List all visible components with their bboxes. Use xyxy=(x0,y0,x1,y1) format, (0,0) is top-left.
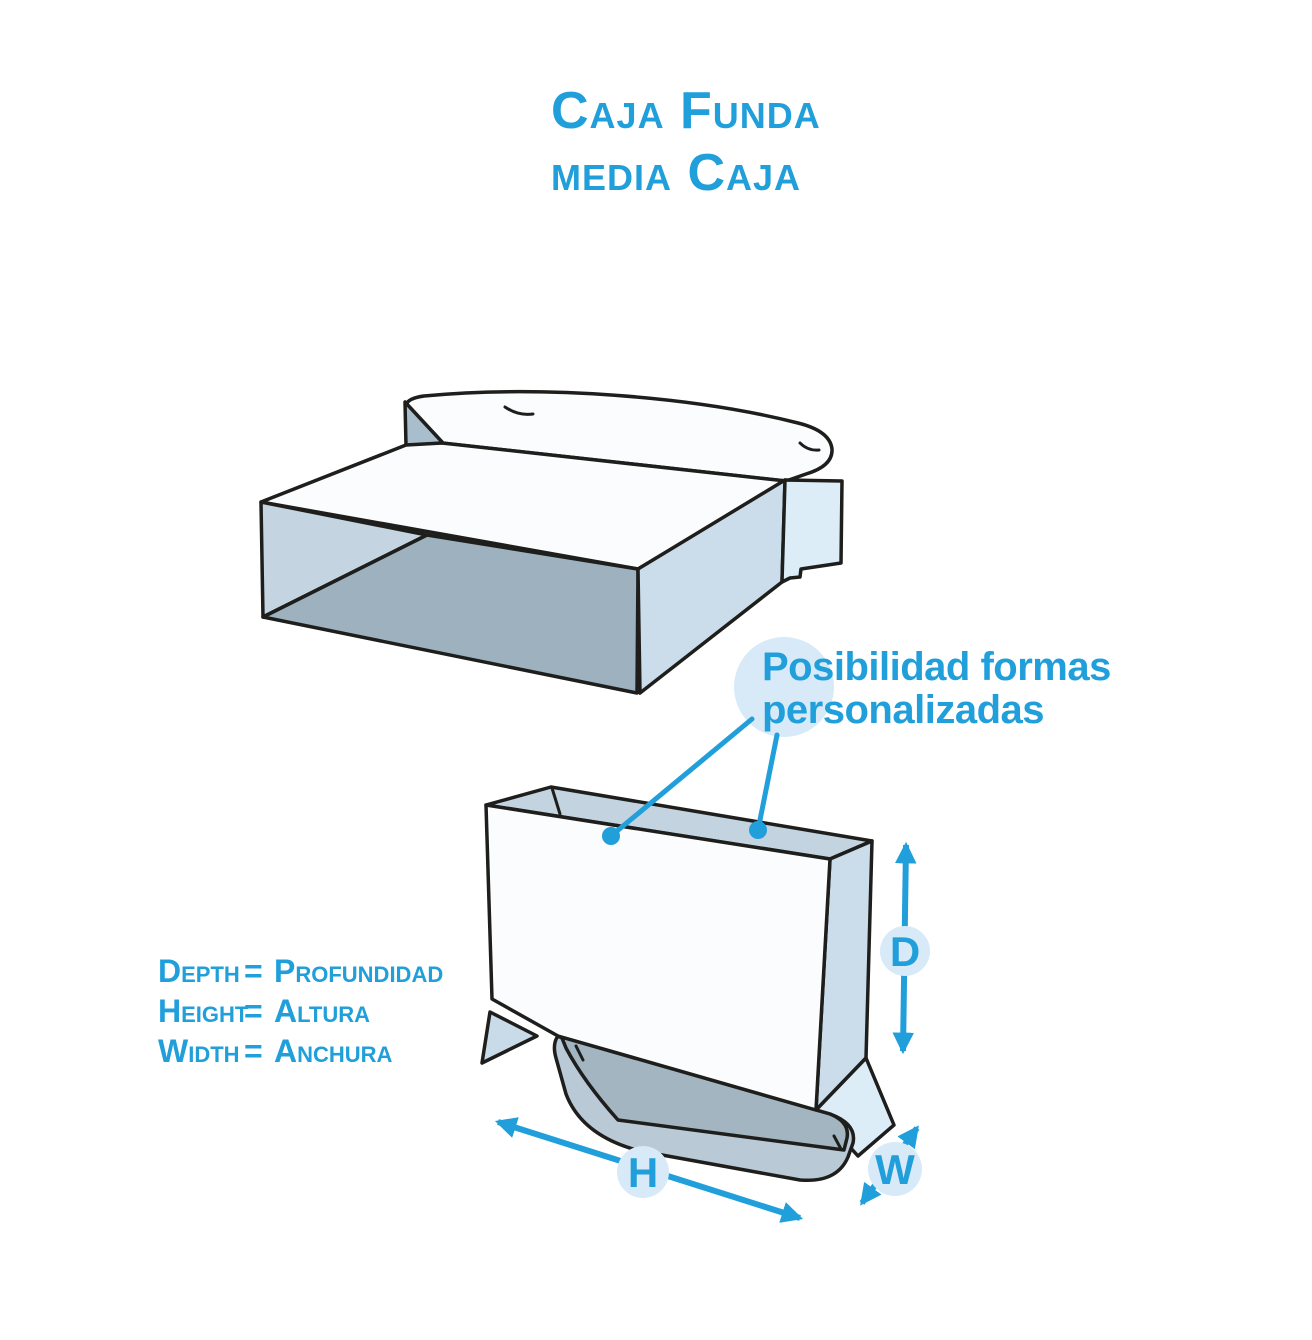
dimension-legend: Depth = Profundidad Height = Altura Widt… xyxy=(158,953,443,1069)
depth-label-circle xyxy=(880,926,930,976)
legend-value-width: Anchura xyxy=(274,1033,393,1069)
legend-equals-width: = xyxy=(244,1033,263,1069)
callout-pointer-dot-left xyxy=(602,827,620,845)
sleeve-tuck-notch-left xyxy=(503,405,535,416)
half-box-illustration xyxy=(480,785,896,1183)
height-label: H xyxy=(628,1149,658,1196)
callout-pointer-dot-right xyxy=(749,821,767,839)
callout-line-1: Posibilidad formas xyxy=(762,645,1111,689)
page-title: Caja Funda media Caja xyxy=(551,82,821,202)
half-box-tray-notch-left xyxy=(574,1044,585,1062)
half-box-left-flap xyxy=(480,1010,539,1065)
sleeve-box-illustration xyxy=(259,390,844,695)
callout-halo-circle xyxy=(734,637,834,737)
legend-value-depth: Profundidad xyxy=(274,953,443,989)
sleeve-right-flap xyxy=(780,478,844,584)
legend-term-width: Width xyxy=(158,1033,240,1069)
half-box-front-face xyxy=(484,803,832,1112)
callout-pointer-line-left xyxy=(608,716,755,839)
dimension-width: W xyxy=(859,1125,922,1206)
half-box-tray-notch-right xyxy=(832,1134,843,1151)
dimension-depth: D xyxy=(880,841,930,1055)
height-label-circle xyxy=(617,1146,669,1198)
legend-term-depth: Depth xyxy=(158,953,240,989)
half-box-corner-fold xyxy=(550,786,562,816)
legend-equals-depth: = xyxy=(244,953,263,989)
width-label: W xyxy=(875,1146,915,1193)
sleeve-inner-bottom xyxy=(261,533,640,695)
sleeve-tuck-flap xyxy=(404,390,834,483)
title-line-2: media Caja xyxy=(551,144,801,202)
sleeve-tuck-notch-right xyxy=(798,441,821,452)
custom-shape-callout: Posibilidad formas personalizadas xyxy=(602,637,1111,845)
dimension-height: H xyxy=(494,1117,804,1223)
legend-term-height: Height xyxy=(158,993,249,1029)
legend-equals-height: = xyxy=(244,993,263,1029)
legend-value-height: Altura xyxy=(274,993,370,1029)
callout-pointer-line-right xyxy=(755,732,780,833)
width-label-circle xyxy=(868,1142,922,1196)
callout-line-2: personalizadas xyxy=(762,688,1044,732)
depth-label: D xyxy=(890,928,920,975)
title-line-1: Caja Funda xyxy=(551,82,821,140)
